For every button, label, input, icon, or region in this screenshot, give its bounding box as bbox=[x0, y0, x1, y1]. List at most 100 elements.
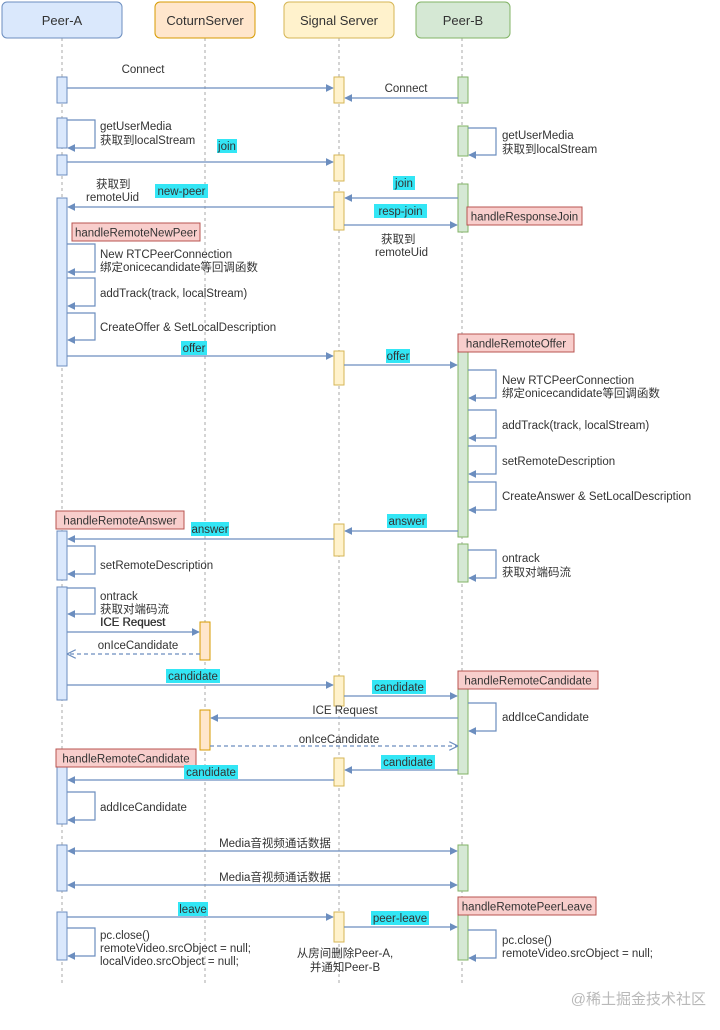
handler-labels: handleResponseJoin handleRemoteNewPeer h… bbox=[55, 206, 599, 916]
handler-box: handleRemoteOffer bbox=[457, 333, 575, 353]
message-arrows bbox=[67, 84, 458, 931]
self-call-label: ICE Request bbox=[100, 617, 166, 629]
participant-label: Peer-B bbox=[443, 13, 483, 28]
self-call-label: setRemoteDescription bbox=[100, 560, 213, 572]
svg-text:peer-leave: peer-leave bbox=[373, 913, 427, 925]
participant-signal-server: Signal Server bbox=[283, 1, 395, 39]
self-call-label: 获取对端码流 bbox=[502, 565, 571, 579]
activation-peer-a bbox=[56, 76, 68, 104]
watermark-text: @稀土掘金技术社区 bbox=[571, 991, 706, 1008]
self-call-label: New RTCPeerConnection bbox=[100, 249, 232, 261]
activation-signal-server bbox=[333, 191, 345, 231]
self-call-label: remoteVideo.srcObject = null; bbox=[100, 943, 251, 955]
self-call-label: 绑定onicecandidate等回调函数 bbox=[502, 386, 660, 400]
message-label: join bbox=[393, 176, 415, 190]
activation-signal-server bbox=[333, 911, 345, 943]
self-loop-peer-b bbox=[468, 702, 497, 735]
message-label: join bbox=[217, 139, 237, 153]
svg-text:answer: answer bbox=[388, 516, 425, 528]
note-text: 获取到 bbox=[381, 233, 416, 246]
handler-label: handleRemotePeerLeave bbox=[462, 902, 592, 914]
handler-label: handleRemoteOffer bbox=[466, 339, 566, 351]
self-loop-peer-b bbox=[468, 127, 497, 159]
self-call-label: getUserMedia bbox=[502, 130, 574, 142]
self-call-label: 获取对端码流 bbox=[100, 602, 169, 616]
message-label: ICE Request bbox=[100, 617, 166, 629]
note-text: remoteUid bbox=[375, 247, 428, 259]
message-label: peer-leave bbox=[371, 911, 429, 925]
self-call-label: ontrack bbox=[100, 591, 138, 603]
self-loop-peer-a bbox=[67, 243, 96, 276]
message-label: onIceCandidate bbox=[98, 640, 179, 652]
activation-peer-a bbox=[56, 586, 68, 701]
svg-text:resp-join: resp-join bbox=[378, 206, 422, 218]
message-label: candidate bbox=[372, 680, 426, 694]
activation-peer-b bbox=[457, 685, 469, 775]
self-loop-peer-b bbox=[468, 929, 497, 962]
activation-peer-a bbox=[56, 765, 68, 825]
participant-label: Signal Server bbox=[300, 13, 379, 28]
self-call-label: pc.close() bbox=[502, 935, 552, 947]
participant-peer-b: Peer-B bbox=[415, 1, 511, 39]
handler-label: handleRemoteCandidate bbox=[464, 676, 591, 688]
svg-text:offer: offer bbox=[183, 343, 206, 355]
self-call-label: addIceCandidate bbox=[100, 802, 187, 814]
activation-signal-server bbox=[333, 154, 345, 182]
participant-coturn-server: CoturnServer bbox=[154, 1, 256, 39]
self-loop-peer-a bbox=[67, 312, 96, 344]
self-call-label: ontrack bbox=[502, 553, 540, 565]
message-label: offer bbox=[181, 341, 207, 355]
message-label: ICE Request bbox=[312, 705, 378, 717]
activation-signal-server bbox=[333, 675, 345, 707]
notes: 获取到 remoteUid 获取到 remoteUid 从房间删除Peer-A,… bbox=[86, 178, 428, 974]
svg-text:join: join bbox=[217, 141, 236, 153]
self-call-label: CreateAnswer & SetLocalDescription bbox=[502, 491, 691, 503]
message-label: offer bbox=[386, 349, 410, 363]
self-call-label: CreateOffer & SetLocalDescription bbox=[100, 322, 276, 334]
activation-peer-a bbox=[56, 117, 68, 149]
svg-text:new-peer: new-peer bbox=[158, 186, 206, 198]
activation-signal-server bbox=[333, 76, 345, 104]
activation-peer-b bbox=[457, 125, 469, 157]
activation-peer-a bbox=[56, 197, 68, 367]
self-call-label: addTrack(track, localStream) bbox=[502, 420, 649, 432]
self-loop-peer-b bbox=[468, 369, 497, 402]
self-call-label: 获取到localStream bbox=[100, 134, 195, 147]
message-label: new-peer bbox=[155, 184, 208, 198]
self-loop-peer-b bbox=[468, 445, 497, 478]
handler-label: handleRemoteAnswer bbox=[63, 516, 176, 528]
note-text: 从房间删除Peer-A, bbox=[297, 946, 394, 960]
message-label: answer bbox=[191, 522, 229, 536]
note-text: 获取到 bbox=[96, 178, 131, 191]
activation-peer-b bbox=[457, 911, 469, 961]
message-labels: join join new-peer resp-join offer offer… bbox=[155, 139, 435, 925]
handler-box: handleRemotePeerLeave bbox=[457, 896, 597, 916]
self-loop-peer-a bbox=[67, 587, 96, 618]
note-text: 并通知Peer-B bbox=[310, 960, 381, 974]
svg-text:offer: offer bbox=[387, 351, 410, 363]
activation-peer-b bbox=[457, 543, 469, 583]
activation-bars bbox=[56, 76, 469, 961]
svg-text:candidate: candidate bbox=[383, 757, 433, 769]
activation-signal-server bbox=[333, 350, 345, 386]
handler-label: handleRemoteCandidate bbox=[62, 754, 189, 766]
handler-label: handleResponseJoin bbox=[471, 212, 578, 224]
handler-box: handleRemoteCandidate bbox=[457, 670, 599, 690]
activation-peer-b bbox=[457, 350, 469, 538]
self-call-label: pc.close() bbox=[100, 930, 150, 942]
activation-peer-a bbox=[56, 911, 68, 961]
message-label: candidate bbox=[166, 669, 220, 683]
svg-text:candidate: candidate bbox=[168, 671, 218, 683]
self-loop-peer-a bbox=[67, 277, 96, 310]
activation-coturn-server bbox=[199, 621, 211, 661]
self-loop-peer-a bbox=[67, 545, 96, 578]
self-call-label: addIceCandidate bbox=[502, 712, 589, 724]
self-call-label: localVideo.srcObject = null; bbox=[100, 956, 239, 968]
self-call-label: remoteVideo.srcObject = null; bbox=[502, 948, 653, 960]
self-call-label: getUserMedia bbox=[100, 121, 172, 133]
self-loop-peer-b bbox=[468, 549, 497, 582]
self-call-label: 获取到localStream bbox=[502, 143, 597, 156]
activation-coturn-server bbox=[199, 709, 211, 751]
message-label: candidate bbox=[381, 755, 435, 769]
participant-label: CoturnServer bbox=[166, 13, 244, 28]
